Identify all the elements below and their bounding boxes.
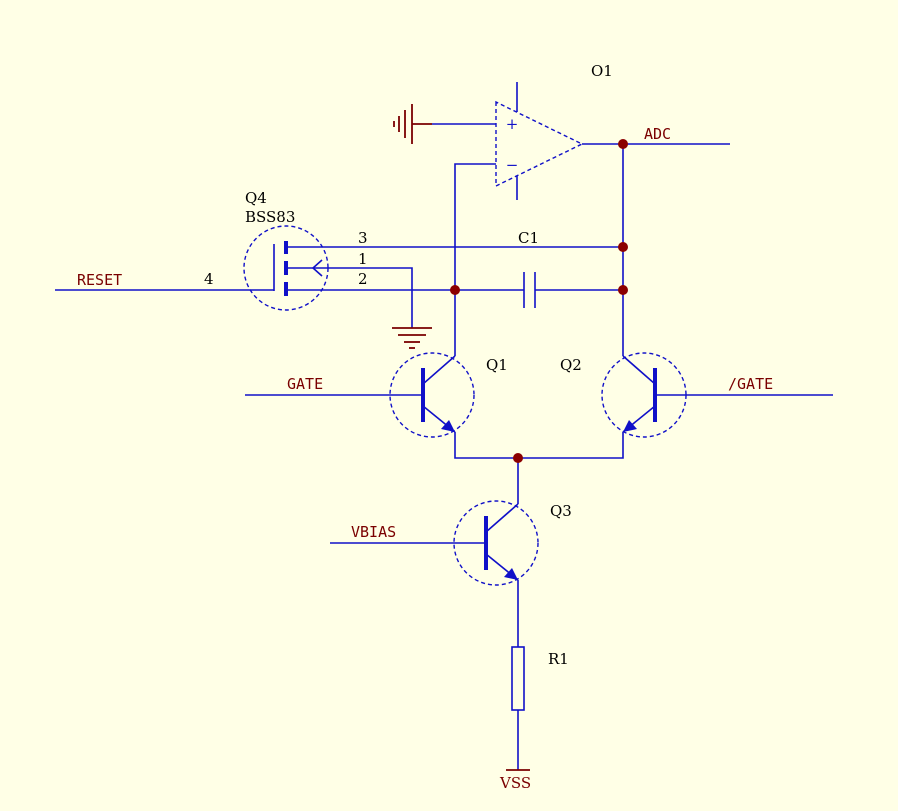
net-label-adc: ADC	[644, 125, 671, 143]
opamp-minus-sign: −	[506, 156, 519, 174]
q3-ref-label: Q3	[550, 502, 572, 520]
q4-ref-label: Q4	[245, 189, 267, 207]
net-label-reset: RESET	[77, 271, 122, 289]
opamp-triangle	[495, 100, 584, 188]
q1-collector	[422, 355, 456, 385]
q4-pin2-label: 2	[358, 270, 368, 288]
resistor-r1: R1	[511, 646, 569, 711]
opamp-ref-label: O1	[591, 62, 613, 80]
transistor-q1: Q1	[389, 352, 508, 438]
net-label-gate: GATE	[287, 375, 323, 393]
mosfet-q4: Q4 BSS83 3 1 2 4	[204, 189, 368, 311]
q1-emitter-arrow	[441, 420, 455, 432]
wire-q4-pin1	[286, 267, 413, 328]
net-label-vbias: VBIAS	[351, 523, 396, 541]
q2-emitter-arrow	[623, 420, 637, 432]
q3-body-circle	[453, 500, 539, 586]
opamp-plus-sign: +	[506, 115, 519, 133]
q4-pin1-label: 1	[358, 250, 368, 268]
q1-body-circle	[389, 352, 475, 438]
q4-pin3-label: 3	[358, 229, 368, 247]
q3-emitter-arrow	[504, 568, 518, 580]
junction-dot	[618, 285, 628, 295]
ground-symbol-q4	[392, 327, 432, 349]
r1-ref-label: R1	[548, 650, 569, 668]
opamp-o1: + − O1	[495, 62, 613, 200]
junctions	[450, 139, 628, 463]
q2-ref-label: Q2	[560, 356, 582, 374]
transistor-q3: Q3	[453, 500, 572, 586]
wire-minus-input	[454, 163, 496, 290]
q3-collector	[485, 503, 519, 533]
ground-symbol-opamp	[393, 104, 432, 144]
junction-dot	[513, 453, 523, 463]
capacitor-c1: C1	[518, 229, 539, 308]
junction-dot	[618, 139, 628, 149]
q1-ref-label: Q1	[486, 356, 508, 374]
q4-pin4-label: 4	[204, 270, 214, 288]
junction-dot	[618, 242, 628, 252]
net-label-gate-n: /GATE	[728, 375, 773, 393]
r1-body	[511, 646, 525, 711]
wire-emitter-tail	[454, 432, 624, 459]
q2-collector	[622, 355, 656, 385]
junction-dot	[450, 285, 460, 295]
net-label-vss: VSS	[499, 774, 531, 792]
c1-ref-label: C1	[518, 229, 539, 247]
vss-symbol: VSS	[499, 769, 531, 792]
q4-part-label: BSS83	[245, 208, 295, 226]
